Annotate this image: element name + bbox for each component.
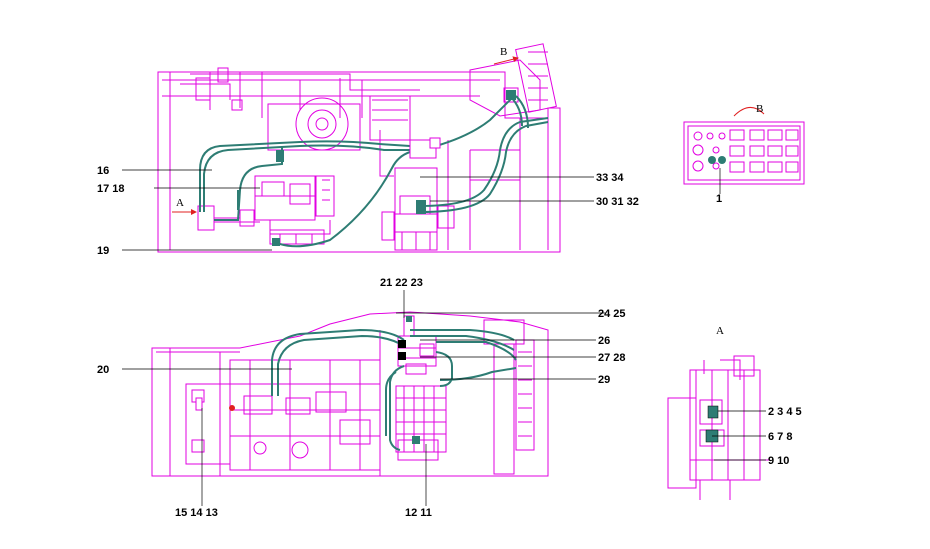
label-part-20: 20 <box>97 364 109 376</box>
view-a-label-top: A <box>176 197 184 209</box>
label-part-27-28: 27 28 <box>598 352 626 364</box>
label-part-24-25: 24 25 <box>598 308 626 320</box>
detail-a-view <box>667 355 770 500</box>
label-part-29: 29 <box>598 374 610 386</box>
label-part-17-18: 17 18 <box>97 183 125 195</box>
detail-b-fittings <box>708 156 726 164</box>
top-fittings <box>272 90 516 246</box>
view-b-arrow <box>493 56 519 65</box>
label-part-26: 26 <box>598 335 610 347</box>
label-part-30-31-32: 30 31 32 <box>596 196 639 208</box>
view-b-label-detail: B <box>756 103 763 115</box>
label-part-2-3-4-5: 2 3 4 5 <box>768 406 802 418</box>
label-part-16: 16 <box>97 165 109 177</box>
label-part-33-34: 33 34 <box>596 172 624 184</box>
detail-b-panel <box>683 107 805 185</box>
leader-lines <box>122 168 766 506</box>
label-part-1: 1 <box>716 193 722 205</box>
label-part-9-10: 9 10 <box>768 455 789 467</box>
label-part-12-11: 12 11 <box>405 507 432 519</box>
label-part-19: 19 <box>97 245 109 257</box>
bottom-hoses <box>271 328 517 451</box>
label-part-6-7-8: 6 7 8 <box>768 431 792 443</box>
view-b-label-top: B <box>500 46 507 58</box>
top-hoses <box>199 95 549 248</box>
label-part-21-22-23: 21 22 23 <box>380 277 423 289</box>
label-part-15-14-13: 15 14 13 <box>175 507 218 519</box>
bottom-fittings <box>195 316 420 444</box>
view-a-label-detail: A <box>716 325 724 337</box>
